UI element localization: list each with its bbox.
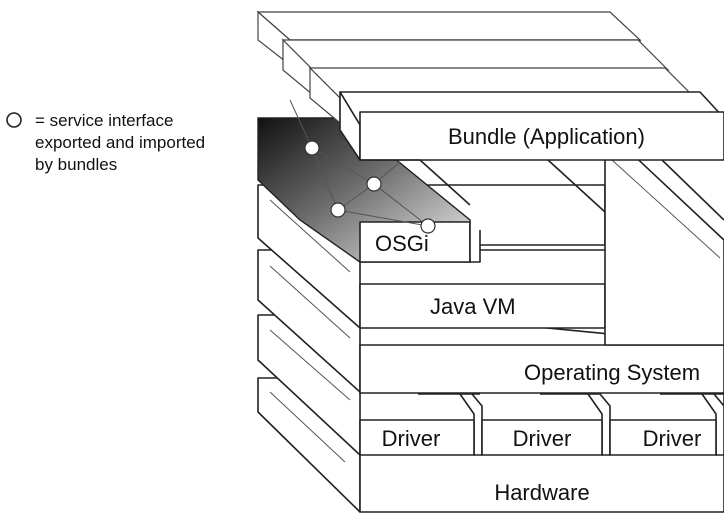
operating-system-label: Operating System [524,360,700,385]
circle-icon [6,112,22,128]
driver-box-2 [481,419,603,456]
driver-label-2: Driver [513,426,572,451]
bundle-application-label: Bundle (Application) [448,124,645,149]
driver-box-3 [609,419,717,456]
driver-label-3: Driver [643,426,702,451]
java-vm-label: Java VM [430,294,516,319]
service-interfaces [304,140,436,234]
bundle-application-box [359,111,724,161]
service-interface-icon [366,176,382,192]
stack-edges [360,159,724,221]
osgi-box [359,221,471,263]
driver-layer: Driver Driver Driver [257,314,724,456]
hardware-label: Hardware [494,480,589,505]
driver-box-1 [359,419,475,456]
osgi-label: OSGi [375,231,429,256]
legend: = service interface exported and importe… [6,111,205,174]
legend-line-1: = service interface [35,111,173,130]
service-interface-icon [304,140,320,156]
bundle-stack: Bundle (Application) [256,10,724,161]
service-interface-icon [330,202,346,218]
service-interface-icon [420,218,436,234]
legend-line-2: exported and imported [35,133,205,152]
driver-label-1: Driver [382,426,441,451]
right-column-block [604,149,724,346]
legend-line-3: by bundles [35,155,117,174]
